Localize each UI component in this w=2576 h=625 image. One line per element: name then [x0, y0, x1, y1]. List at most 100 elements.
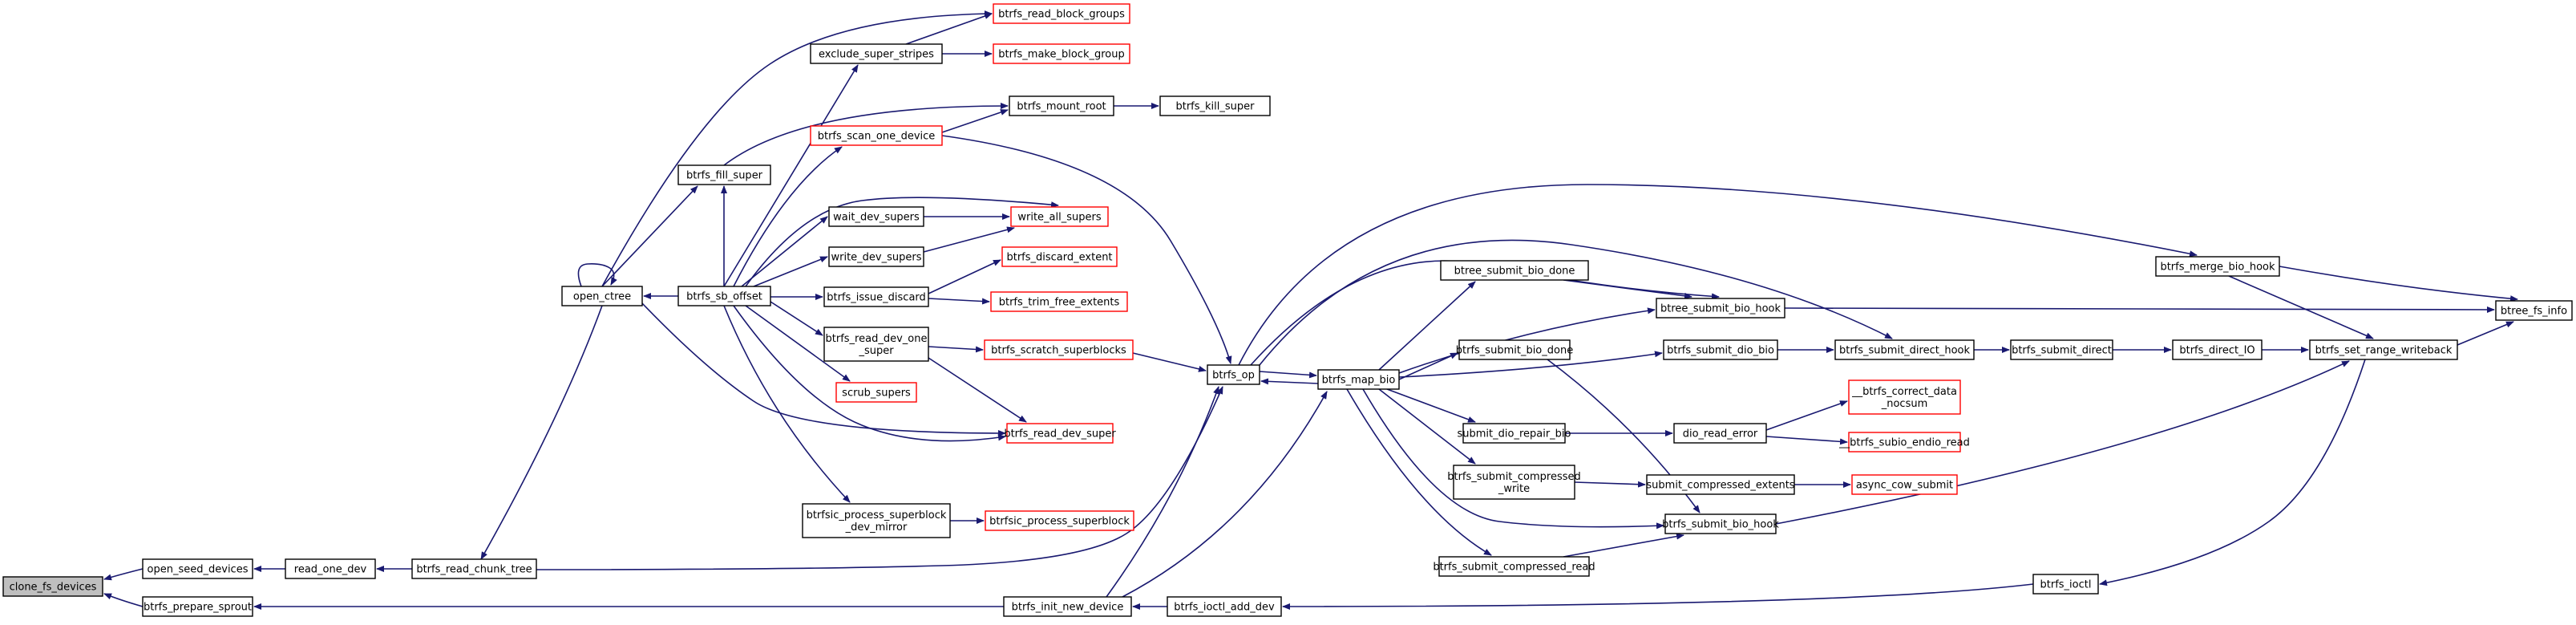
node-label: btrfs_merge_bio_hook [2160, 262, 2275, 274]
node-btrfs-subio-endio-read[interactable]: __btrfs_subio_endio_read [1838, 432, 1970, 453]
node-btrfs-submit-compressed-write[interactable]: btrfs_submit_compressed_write [1447, 465, 1581, 500]
node-box [828, 246, 924, 267]
node-btrfs-prepare-sprout[interactable]: btrfs_prepare_sprout [142, 596, 253, 617]
node-label: btrfs_submit_dio_bio [1667, 345, 1774, 357]
node-btrfs-submit-direct[interactable]: btrfs_submit_direct [2010, 339, 2113, 360]
node-label: btrfs_read_dev_super [1004, 428, 1116, 440]
node-btrfs-submit-bio-hook[interactable]: btrfs_submit_bio_hook [1662, 513, 1779, 534]
node-btrfs-read-block-groups[interactable]: btrfs_read_block_groups [993, 3, 1130, 24]
node-btree-submit-bio-hook[interactable]: btree_submit_bio_hook [1656, 298, 1785, 319]
node-box [1438, 556, 1590, 577]
node-label: clone_fs_devices [10, 582, 97, 594]
node-label: btrfs_kill_super [1175, 101, 1255, 113]
node-btrfs-correct-data-nocsum[interactable]: __btrfs_correct_data_nocsum [1848, 379, 1961, 415]
node-label: btrfs_op [1212, 370, 1255, 382]
node-label: btrfs_mount_root [1017, 101, 1106, 113]
node-box [985, 510, 1134, 531]
node-btrfs-merge-bio-hook[interactable]: btrfs_merge_bio_hook [2155, 256, 2280, 277]
edge-btrfs-scan-one-device-to-btrfs-op [941, 135, 1232, 364]
node-btrfs-ioctl[interactable]: btrfs_ioctl [2032, 574, 2099, 595]
node-btrfs-direct-io[interactable]: btrfs_direct_IO [2172, 339, 2263, 360]
node-label: scrub_supers [842, 388, 911, 400]
node-label: btrfs_submit_bio_hook [1662, 519, 1779, 531]
node-btrfs-issue-discard[interactable]: btrfs_issue_discard [823, 286, 929, 307]
node-btrfs-submit-compressed-read[interactable]: btrfs_submit_compressed_read [1433, 556, 1595, 577]
node-btrfs-ioctl-add-dev[interactable]: btrfs_ioctl_add_dev [1167, 596, 1282, 617]
node-box [1453, 465, 1575, 500]
node-btrfs-fill-super[interactable]: btrfs_fill_super [677, 164, 771, 185]
node-btrfs-scan-one-device[interactable]: btrfs_scan_one_device [810, 125, 943, 146]
node-box [1317, 369, 1400, 390]
node-box [984, 339, 1134, 360]
node-open-seed-devices[interactable]: open_seed_devices [142, 558, 253, 579]
edge-dio-read-error-to-btrfs-correct-data-nocsum [1765, 400, 1848, 431]
edge-btrfs-sb-offset-to-write-dev-supers [753, 256, 828, 287]
node-box [1834, 339, 1975, 360]
node-label: btrfsic_process_superblock [807, 509, 947, 522]
node-btrfs-op[interactable]: btrfs_op [1207, 364, 1260, 385]
node-label: btrfs_direct_IO [2179, 345, 2255, 357]
node-btrfs-discard-extent[interactable]: btrfs_discard_extent [1001, 246, 1118, 267]
node-btree-submit-bio-done[interactable]: btree_submit_bio_done [1440, 260, 1589, 281]
node-box [1167, 596, 1282, 617]
node-exclude-super-stripes[interactable]: exclude_super_stripes [810, 43, 943, 64]
node-btrfs-make-block-group[interactable]: btrfs_make_block_group [993, 43, 1130, 64]
node-dio-read-error[interactable]: dio_read_error [1673, 423, 1767, 444]
node-label: btrfs_sb_offset [686, 291, 762, 303]
node-btrfs-trim-free-extents[interactable]: btrfs_trim_free_extents [990, 291, 1128, 312]
node-write-dev-supers[interactable]: write_dev_supers [828, 246, 924, 267]
node-btrfs-map-bio[interactable]: btrfs_map_bio [1317, 369, 1400, 390]
node-label: _nocsum [1881, 398, 1928, 410]
edge-btrfs-op-to-btrfs-merge-bio-hook [1238, 184, 2198, 366]
edge-btrfs-issue-discard-to-btrfs-trim-free-extents [928, 298, 990, 305]
node-box [828, 206, 924, 227]
node-box [2155, 256, 2280, 277]
node-box [2, 576, 103, 597]
node-btrfs-sb-offset[interactable]: btrfs_sb_offset [677, 286, 771, 306]
node-write-all-supers[interactable]: write_all_supers [1010, 206, 1109, 227]
node-label: btree_fs_info [2501, 306, 2567, 318]
node-read-one-dev[interactable]: read_one_dev [285, 558, 376, 579]
node-label: __btrfs_correct_data [1851, 386, 1957, 398]
node-btrfs-mount-root[interactable]: btrfs_mount_root [1009, 95, 1114, 116]
edge-btrfs-sb-offset-to-scrub-supers [745, 305, 851, 382]
node-box [993, 3, 1130, 24]
edge-btrfs-merge-bio-hook-to-btree-fs-info [2279, 266, 2518, 302]
node-scrub-supers[interactable]: scrub_supers [835, 382, 917, 403]
node-box [1003, 596, 1132, 617]
node-btrfs-read-dev-one-super[interactable]: btrfs_read_dev_one_super [823, 327, 929, 362]
node-async-cow-submit[interactable]: async_cow_submit [1851, 474, 1958, 495]
node-btrfs-submit-direct-hook[interactable]: btrfs_submit_direct_hook [1834, 339, 1975, 360]
edge-btrfs-sb-offset-to-btrfs-read-dev-super [733, 305, 1006, 442]
node-btrfsic-process-superblock[interactable]: btrfsic_process_superblock [985, 510, 1134, 531]
node-btrfsic-process-superblock-dev-mirror[interactable]: btrfsic_process_superblock_dev_mirror [802, 503, 951, 538]
node-wait-dev-supers[interactable]: wait_dev_supers [828, 206, 924, 227]
edge-open-ctree-to-btrfs-read-chunk-tree [480, 305, 603, 560]
node-box [1458, 339, 1571, 360]
node-btrfs-kill-super[interactable]: btrfs_kill_super [1159, 95, 1271, 116]
node-label: _dev_mirror [845, 522, 908, 534]
node-btrfs-read-chunk-tree[interactable]: btrfs_read_chunk_tree [411, 558, 537, 579]
node-box [823, 327, 929, 362]
node-submit-compressed-extents[interactable]: submit_compressed_extents [1646, 474, 1795, 495]
node-label: dio_read_error [1683, 428, 1758, 440]
edge-btrfs-sb-offset-to-wait-dev-supers [741, 216, 828, 287]
node-box [285, 558, 376, 579]
node-btrfs-scratch-superblocks[interactable]: btrfs_scratch_superblocks [984, 339, 1134, 360]
node-btrfs-submit-bio-done[interactable]: btrfs_submit_bio_done [1456, 339, 1573, 360]
node-label: _write [1498, 483, 1530, 495]
node-btrfs-submit-dio-bio[interactable]: btrfs_submit_dio_bio [1663, 339, 1778, 360]
node-box [142, 596, 253, 617]
node-submit-dio-repair-bio[interactable]: submit_dio_repair_bio [1457, 423, 1571, 444]
node-btree-fs-info[interactable]: btree_fs_info [2495, 300, 2573, 321]
node-btrfs-set-range-writeback[interactable]: btrfs_set_range_writeback [2309, 339, 2458, 360]
edge-btrfs-map-bio-to-btree-submit-bio-done [1378, 281, 1476, 371]
node-btrfs-read-dev-super[interactable]: btrfs_read_dev_super [1004, 423, 1116, 444]
edge-btrfs-map-bio-to-btree-submit-bio-hook [1398, 307, 1656, 374]
node-clone-fs-devices[interactable]: clone_fs_devices [2, 576, 103, 597]
node-btrfs-init-new-device[interactable]: btrfs_init_new_device [1003, 596, 1132, 617]
node-label: btrfs_init_new_device [1012, 602, 1124, 614]
node-open-ctree[interactable]: open_ctree [561, 286, 643, 306]
node-label: btrfsic_process_superblock [989, 516, 1130, 528]
